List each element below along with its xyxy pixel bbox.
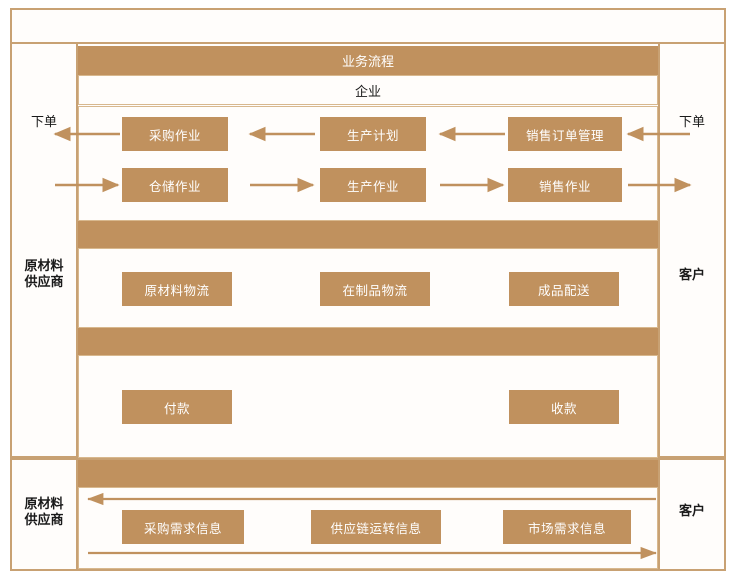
funds-box-receipt-label: 收款 — [550, 401, 577, 416]
left-label-supplier-mid-text: 原材料 供应商 — [24, 257, 64, 289]
process-box-warehousing-label: 仓储作业 — [148, 179, 201, 194]
right-label-customer-mid: 客户 — [660, 264, 724, 286]
process-box-production-plan-label: 生产计划 — [346, 128, 399, 143]
information-box-supply-chain-operation[interactable]: 供应链运转信息 — [311, 510, 441, 544]
process-box-sales-order-management-label: 销售订单管理 — [525, 128, 604, 143]
process-box-sales-label: 销售作业 — [538, 179, 591, 194]
process-box-warehousing[interactable]: 仓储作业 — [122, 168, 228, 202]
enterprise-label-bar: 企业 — [78, 75, 658, 105]
process-box-purchase-label: 采购作业 — [148, 128, 201, 143]
funds-box-payment-label: 付款 — [163, 401, 190, 416]
mid-bottom-divider-right — [658, 457, 726, 459]
left-column-divider — [76, 44, 78, 458]
process-box-production[interactable]: 生产作业 — [320, 168, 426, 202]
right-label-order-text: 下单 — [678, 113, 705, 129]
right-label-customer-bottom-text: 客户 — [678, 502, 705, 518]
enterprise-label: 企业 — [354, 83, 381, 99]
right-column-divider-bottom — [658, 458, 660, 571]
information-box-purchase-demand[interactable]: 采购需求信息 — [122, 510, 244, 544]
left-label-supplier-bottom: 原材料 供应商 — [12, 490, 76, 534]
page-title: 业务流程 — [341, 54, 394, 69]
funds-box-receipt[interactable]: 收款 — [509, 390, 619, 424]
process-box-purchase[interactable]: 采购作业 — [122, 117, 228, 151]
logistics-box-raw-material[interactable]: 原材料物流 — [122, 272, 232, 306]
right-column-divider — [658, 44, 660, 458]
process-box-sales[interactable]: 销售作业 — [508, 168, 622, 202]
information-box-supply-chain-operation-label: 供应链运转信息 — [330, 521, 422, 536]
right-label-order: 下单 — [660, 110, 724, 134]
left-label-order: 下单 — [12, 110, 76, 134]
mid-bottom-divider-left — [10, 457, 78, 459]
right-label-customer-mid-text: 客户 — [678, 266, 705, 282]
left-label-order-text: 下单 — [30, 113, 57, 129]
funds-box-payment[interactable]: 付款 — [122, 390, 232, 424]
band-separator-funds — [78, 328, 658, 355]
diagram-title-bar: 业务流程 — [78, 46, 658, 75]
top-empty-band — [10, 8, 726, 44]
information-box-purchase-demand-label: 采购需求信息 — [143, 521, 222, 536]
information-box-market-demand-label: 市场需求信息 — [527, 521, 606, 536]
logistics-box-raw-material-label: 原材料物流 — [144, 283, 210, 298]
left-column-divider-bottom — [76, 458, 78, 571]
left-label-supplier-mid: 原材料 供应商 — [12, 252, 76, 296]
logistics-box-finished-goods-label: 成品配送 — [537, 283, 590, 298]
band-separator-information — [78, 460, 658, 487]
logistics-box-finished-goods[interactable]: 成品配送 — [509, 272, 619, 306]
process-box-sales-order-management[interactable]: 销售订单管理 — [508, 117, 622, 151]
information-box-market-demand[interactable]: 市场需求信息 — [503, 510, 631, 544]
right-label-customer-bottom: 客户 — [660, 500, 724, 522]
band-separator-logistics — [78, 221, 658, 248]
logistics-box-wip[interactable]: 在制品物流 — [320, 272, 430, 306]
logistics-box-wip-label: 在制品物流 — [342, 283, 408, 298]
process-box-production-label: 生产作业 — [346, 179, 399, 194]
process-box-production-plan[interactable]: 生产计划 — [320, 117, 426, 151]
left-label-supplier-bottom-text: 原材料 供应商 — [24, 495, 64, 527]
